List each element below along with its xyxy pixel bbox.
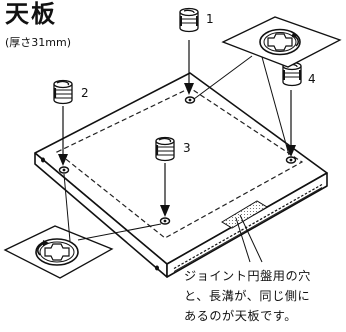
detail-inset-bottom-left xyxy=(3,225,114,279)
leader-inset-hole-3 xyxy=(77,223,162,241)
board-right-side xyxy=(166,172,328,278)
detail-inset-top-right xyxy=(221,16,342,68)
fitting-label-2: 2 xyxy=(81,86,89,100)
fitting-label-4: 4 xyxy=(308,72,316,86)
label-plate xyxy=(221,200,268,229)
long-groove-lower xyxy=(173,187,323,272)
hole-1 xyxy=(184,96,196,104)
page-title: 天板 xyxy=(5,0,57,28)
fitting-label-3: 3 xyxy=(183,141,191,155)
insert-arrow-3 xyxy=(160,163,170,217)
cam-fitting-2 xyxy=(53,79,73,105)
fitting-label-1: 1 xyxy=(206,12,214,26)
thickness-note: (厚さ31mm) xyxy=(5,36,72,49)
leader-inset-hole-4 xyxy=(261,56,290,156)
insert-arrow-4 xyxy=(286,90,296,157)
leader-groove-b xyxy=(239,214,263,263)
hole-2 xyxy=(58,166,70,174)
dashed-edge-line xyxy=(55,87,304,239)
leader-inset-hole-2 xyxy=(63,173,71,242)
leader-inset-hole-1 xyxy=(193,55,253,100)
groove-note: ジョイント円盤用の穴 と、長溝が、同じ側に あるのが天板です。 xyxy=(184,266,346,326)
note-line: あるのが天板です。 xyxy=(184,309,297,323)
leader-groove-a xyxy=(235,217,251,263)
side-hole-left xyxy=(41,157,45,163)
insert-arrow-2 xyxy=(58,106,68,166)
cam-fitting-3 xyxy=(155,136,175,162)
hole-4 xyxy=(285,156,297,164)
hole-3 xyxy=(159,217,171,225)
note-line: と、長溝が、同じ側に xyxy=(184,289,311,303)
note-line: ジョイント円盤用の穴 xyxy=(184,269,311,283)
side-hole-front xyxy=(155,265,159,271)
insert-arrow-1 xyxy=(184,40,194,95)
cam-fitting-1 xyxy=(179,7,199,33)
